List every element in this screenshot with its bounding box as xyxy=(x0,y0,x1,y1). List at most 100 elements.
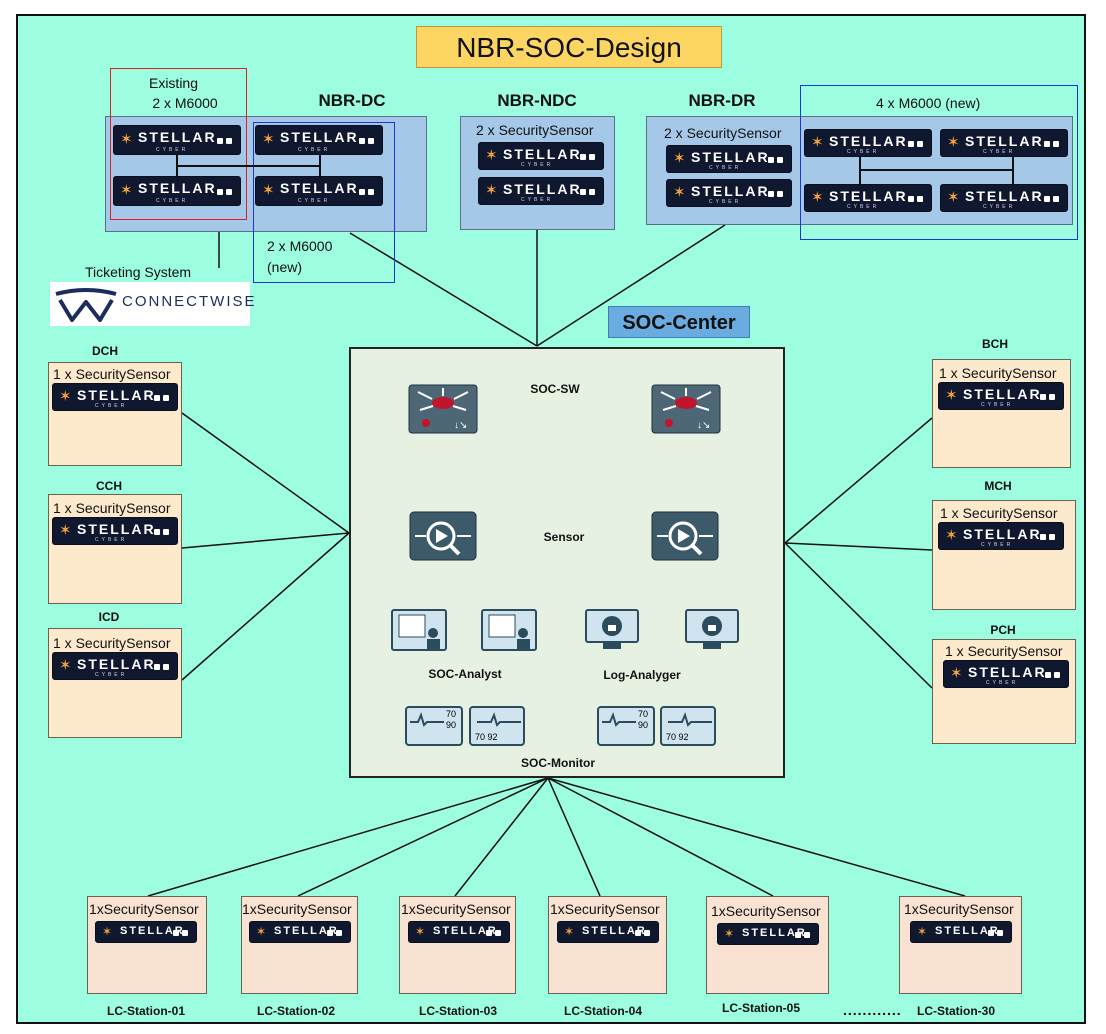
branch-text-cch: 1 x SecuritySensor xyxy=(53,500,171,516)
station-box-05 xyxy=(706,896,829,994)
switch-icon: ↓↘ xyxy=(651,384,721,434)
dr-text: 2 x SecuritySensor xyxy=(664,125,782,141)
svg-text:↓↘: ↓↘ xyxy=(697,420,710,431)
link-st04 xyxy=(547,777,601,897)
stellar-device: ✶STELLAR xyxy=(557,921,659,943)
link-st03 xyxy=(454,777,549,897)
branch-box-mch xyxy=(932,500,1076,610)
branch-name-bch: BCH xyxy=(982,337,1008,351)
diagram-title: NBR-SOC-Design xyxy=(416,26,722,68)
branch-box-dch xyxy=(48,362,182,466)
station-name-02: LC-Station-02 xyxy=(257,1004,335,1018)
stellar-device: ✶STELLAR xyxy=(408,921,510,943)
station-box-01 xyxy=(87,896,207,994)
connectwise-text: CONNECTWISE xyxy=(122,293,257,310)
station-name-05: LC-Station-05 xyxy=(722,1001,800,1015)
link-st01 xyxy=(147,777,549,897)
branch-name-dch: DCH xyxy=(92,344,118,358)
monitor-icon: 70 90 xyxy=(597,706,655,746)
branch-name-icd: ICD xyxy=(98,610,120,624)
log-analyzer-icon xyxy=(685,609,739,649)
dc-device-links xyxy=(176,154,321,178)
branch-text-pch: 1 x SecuritySensor xyxy=(945,643,1063,659)
branch-text-bch: 1 x SecuritySensor xyxy=(939,365,1057,381)
site-label-dr: NBR-DR xyxy=(688,91,756,110)
monitor-icon: 70 92 xyxy=(660,706,716,746)
station-text-04: 1xSecuritySensor xyxy=(550,901,660,917)
station-text-03: 1xSecuritySensor xyxy=(401,901,511,917)
link-st02 xyxy=(297,777,549,897)
branch-text-mch: 1 x SecuritySensor xyxy=(940,505,1058,521)
station-box-04 xyxy=(548,896,667,994)
link-st30 xyxy=(547,777,966,897)
log-analyzer-icon xyxy=(585,609,639,649)
station-box-03 xyxy=(399,896,516,994)
stellar-device: ✶STELLAR xyxy=(95,921,197,943)
soc-center-label: SOC-Center xyxy=(608,306,750,338)
branch-name-pch: PCH xyxy=(990,623,1016,637)
link-dc xyxy=(349,232,538,347)
branch-text-icd: 1 x SecuritySensor xyxy=(53,635,171,651)
sensor-label: Sensor xyxy=(543,530,585,544)
branch-box-cch xyxy=(48,494,182,604)
link-icd xyxy=(181,532,350,681)
branch-box-icd xyxy=(48,628,182,738)
branch-box-pch xyxy=(932,639,1076,744)
site-label-dc: NBR-DC xyxy=(318,91,386,110)
ticketing-label: Ticketing System xyxy=(85,264,192,280)
station-box-30 xyxy=(899,896,1022,994)
analyst-workstation-icon xyxy=(481,609,537,651)
soc-analyst-label: SOC-Analyst xyxy=(428,667,502,681)
station-box-02 xyxy=(241,896,358,994)
site-label-ndc: NBR-NDC xyxy=(497,91,577,110)
dc-new-outline xyxy=(253,122,395,283)
dc-new-label-1: 2 x M6000 xyxy=(267,238,333,254)
link-dr xyxy=(536,224,726,347)
link-bch xyxy=(784,417,933,544)
svg-text:↓↘: ↓↘ xyxy=(454,420,467,431)
station-name-30: LC-Station-30 xyxy=(917,1004,995,1018)
stellar-device: ✶STELLAR xyxy=(910,921,1012,943)
monitor-icon: 70 90 xyxy=(405,706,463,746)
switch-icon: ↓↘ xyxy=(408,384,478,434)
stellar-device: ✶STELLAR xyxy=(249,921,351,943)
branch-name-mch: MCH xyxy=(984,479,1012,493)
sensor-icon xyxy=(409,511,477,561)
ndc-text: 2 x SecuritySensor xyxy=(476,122,594,138)
station-name-01: LC-Station-01 xyxy=(107,1004,185,1018)
sensor-icon xyxy=(651,511,719,561)
branch-name-cch: CCH xyxy=(96,479,122,493)
station-text-30: 1xSecuritySensor xyxy=(904,901,1014,917)
station-text-02: 1xSecuritySensor xyxy=(242,901,352,917)
link-mch xyxy=(784,542,933,551)
link-st05 xyxy=(547,777,774,897)
existing-outline xyxy=(110,68,247,220)
monitor-icon: 70 92 xyxy=(469,706,525,746)
branch-text-dch: 1 x SecuritySensor xyxy=(53,366,171,382)
station-name-03: LC-Station-03 xyxy=(419,1004,497,1018)
link-pch xyxy=(784,542,933,689)
existing-label-2: 2 x M6000 xyxy=(152,95,218,111)
station-text-01: 1xSecuritySensor xyxy=(89,901,199,917)
stellar-device: ✶STELLAR xyxy=(717,923,819,945)
analyst-workstation-icon xyxy=(391,609,447,651)
station-ellipsis: ............ xyxy=(843,1002,902,1018)
log-analyzer-label: Log-Analyger xyxy=(603,668,681,682)
connectwise-mark-icon xyxy=(55,288,117,322)
